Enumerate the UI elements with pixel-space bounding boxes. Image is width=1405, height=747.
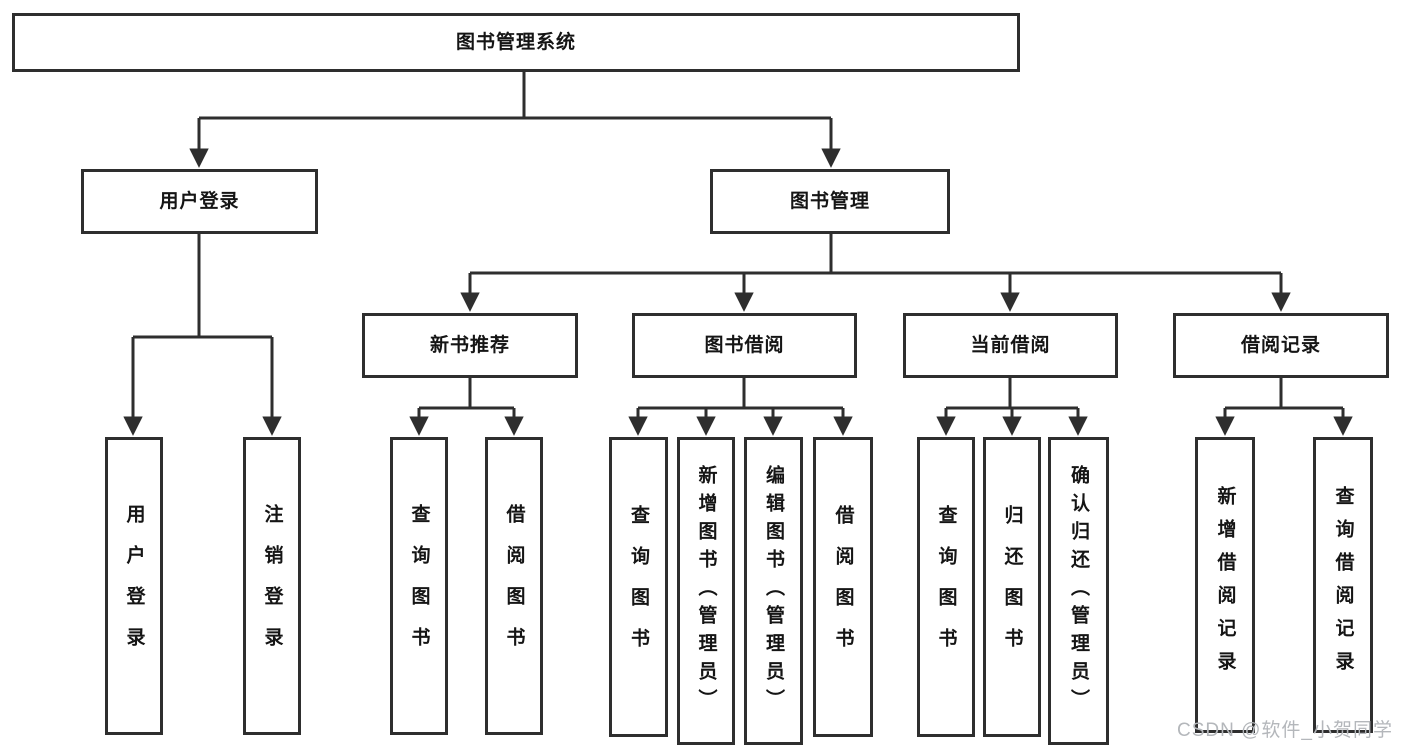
leaf-bb-query-books: 查询图书 [609, 437, 668, 737]
connector-borrow-records-children [1215, 378, 1353, 436]
connector-root-to-level2 [189, 72, 841, 168]
node-book-borrow: 图书借阅 [632, 313, 857, 378]
connector-user-login-children [123, 234, 282, 436]
leaf-bb-add-books-admin: 新增图书（管理员） [677, 437, 735, 745]
connector-book-borrow-children [628, 378, 853, 436]
leaf-br-query-record: 查询借阅记录 [1313, 437, 1373, 733]
watermark: CSDN @软件_小贺同学 [1177, 720, 1393, 741]
node-user-login: 用户登录 [81, 169, 318, 234]
leaf-user-login: 用户登录 [105, 437, 163, 735]
leaf-cb-confirm-return-admin: 确认归还（管理员） [1048, 437, 1109, 745]
leaf-br-add-record: 新增借阅记录 [1195, 437, 1255, 733]
leaf-cb-query-books: 查询图书 [917, 437, 975, 737]
leaf-rec-borrow-books: 借阅图书 [485, 437, 543, 735]
leaf-cb-return-books: 归还图书 [983, 437, 1041, 737]
connector-current-borrow-children [936, 378, 1088, 436]
node-borrow-records: 借阅记录 [1173, 313, 1389, 378]
node-book-mgmt: 图书管理 [710, 169, 950, 234]
connector-new-book-rec-children [409, 378, 524, 436]
node-current-borrow: 当前借阅 [903, 313, 1118, 378]
node-new-book-rec: 新书推荐 [362, 313, 578, 378]
node-root: 图书管理系统 [12, 13, 1020, 72]
leaf-bb-edit-books-admin: 编辑图书（管理员） [744, 437, 803, 745]
leaf-rec-query-books: 查询图书 [390, 437, 448, 735]
leaf-logout: 注销登录 [243, 437, 301, 735]
leaf-bb-borrow-books: 借阅图书 [813, 437, 873, 737]
connector-book-mgmt-children [460, 234, 1291, 312]
